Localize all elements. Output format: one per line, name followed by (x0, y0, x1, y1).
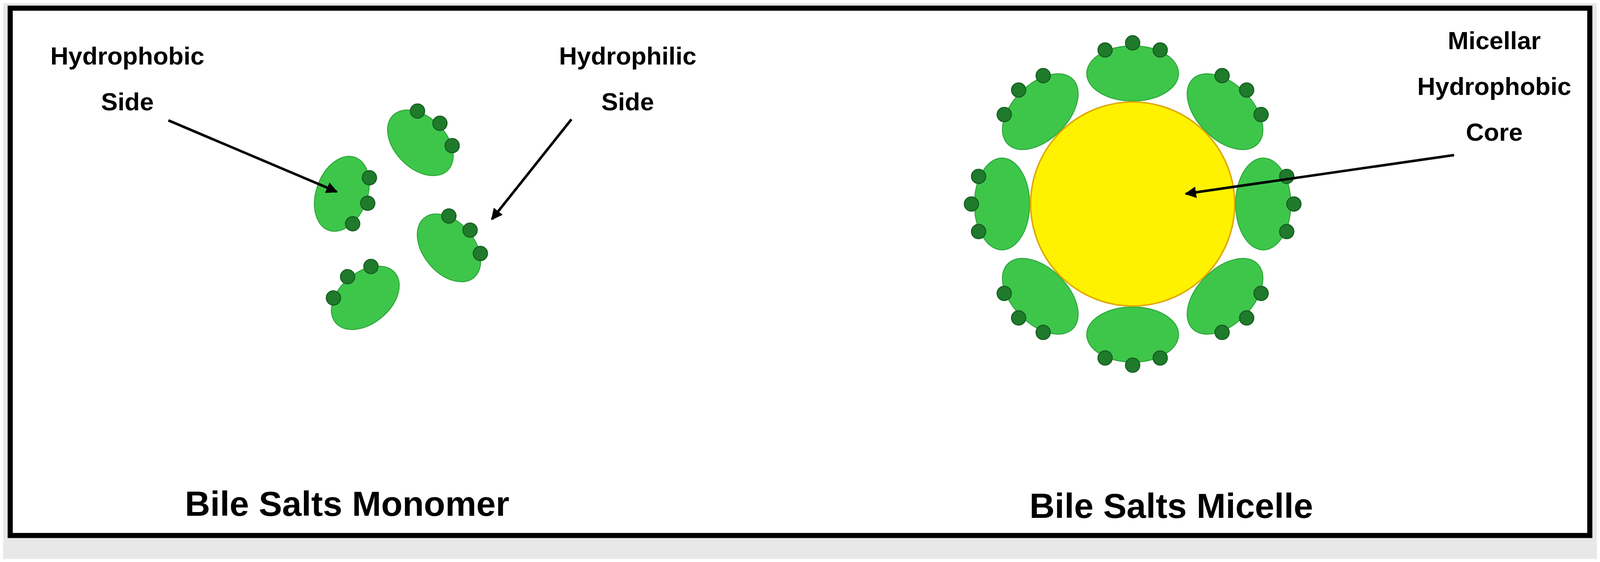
hydrophilic-group (438, 206, 459, 227)
hydrophilic-group (1250, 283, 1272, 304)
hydrophilic-group (1033, 322, 1054, 343)
hydrophilic-group (407, 101, 428, 122)
bile-salt-body (319, 253, 412, 343)
hydrophilic-group (1008, 307, 1029, 328)
hydrophilic-group (993, 104, 1015, 125)
hydrophilic-group (1033, 65, 1054, 86)
hydrophilic-group (1152, 42, 1168, 58)
hydrophilic-group (1212, 65, 1233, 86)
bile-salt-monomer (404, 196, 501, 295)
hydrophilic-group (429, 113, 451, 134)
micelle-bile-salt (1086, 306, 1179, 373)
hydrophilic-group (1212, 322, 1233, 343)
bile-salt-monomer (375, 90, 473, 189)
hydrophilic-group (1125, 357, 1140, 373)
frame-border (10, 8, 1591, 536)
leader-arrow (168, 120, 338, 192)
hydrophilic-group (323, 288, 344, 309)
part-label: Micellar Hydrophobic Core (1398, 17, 1591, 156)
hydrophilic-group (1098, 350, 1113, 366)
monomer-group (304, 90, 501, 343)
hydrophilic-group (337, 266, 358, 287)
micelle-bile-salt (1235, 158, 1302, 251)
bile-salt-body (404, 201, 494, 294)
figure-title: Bile Salts Micelle (900, 480, 1442, 531)
hydrophilic-group (470, 243, 491, 264)
micelle-bile-salt (964, 158, 1030, 251)
hydrophilic-group (1279, 169, 1294, 184)
part-label: Hydrophilic Side (531, 33, 724, 125)
hydrophilic-group (360, 168, 379, 187)
micelle-group (964, 35, 1302, 373)
figure-title: Bile Salts Monomer (76, 478, 618, 529)
leader-arrow (491, 119, 572, 220)
hydrophilic-group (459, 220, 480, 241)
hydrophilic-group (358, 193, 377, 213)
hydrophilic-group (1008, 79, 1029, 101)
hydrophilic-group (1236, 307, 1258, 328)
bile-salt-body (375, 97, 466, 189)
hydrophobic-core (1030, 101, 1235, 306)
hydrophilic-group (971, 224, 986, 239)
hydrophilic-group (1098, 42, 1113, 58)
hydrophilic-group (1125, 35, 1140, 50)
hydrophilic-group (360, 256, 381, 277)
hydrophilic-group (1250, 104, 1272, 125)
hydrophilic-group (964, 196, 979, 212)
micelle-bile-salt (1086, 35, 1179, 102)
leader-arrow (1185, 154, 1455, 194)
hydrophilic-group (442, 135, 463, 157)
bile-salt-monomer (304, 148, 388, 242)
hydrophilic-group (343, 214, 362, 234)
hydrophilic-group (1152, 350, 1168, 366)
bile-salt-body (304, 148, 380, 239)
hydrophilic-group (993, 283, 1015, 304)
hydrophilic-group (1286, 196, 1301, 212)
hydrophilic-group (1279, 224, 1294, 239)
bile-salt-monomer (313, 246, 412, 343)
hydrophilic-group (1236, 79, 1258, 101)
hydrophilic-group (971, 169, 986, 184)
part-label: Hydrophobic Side (31, 33, 224, 125)
